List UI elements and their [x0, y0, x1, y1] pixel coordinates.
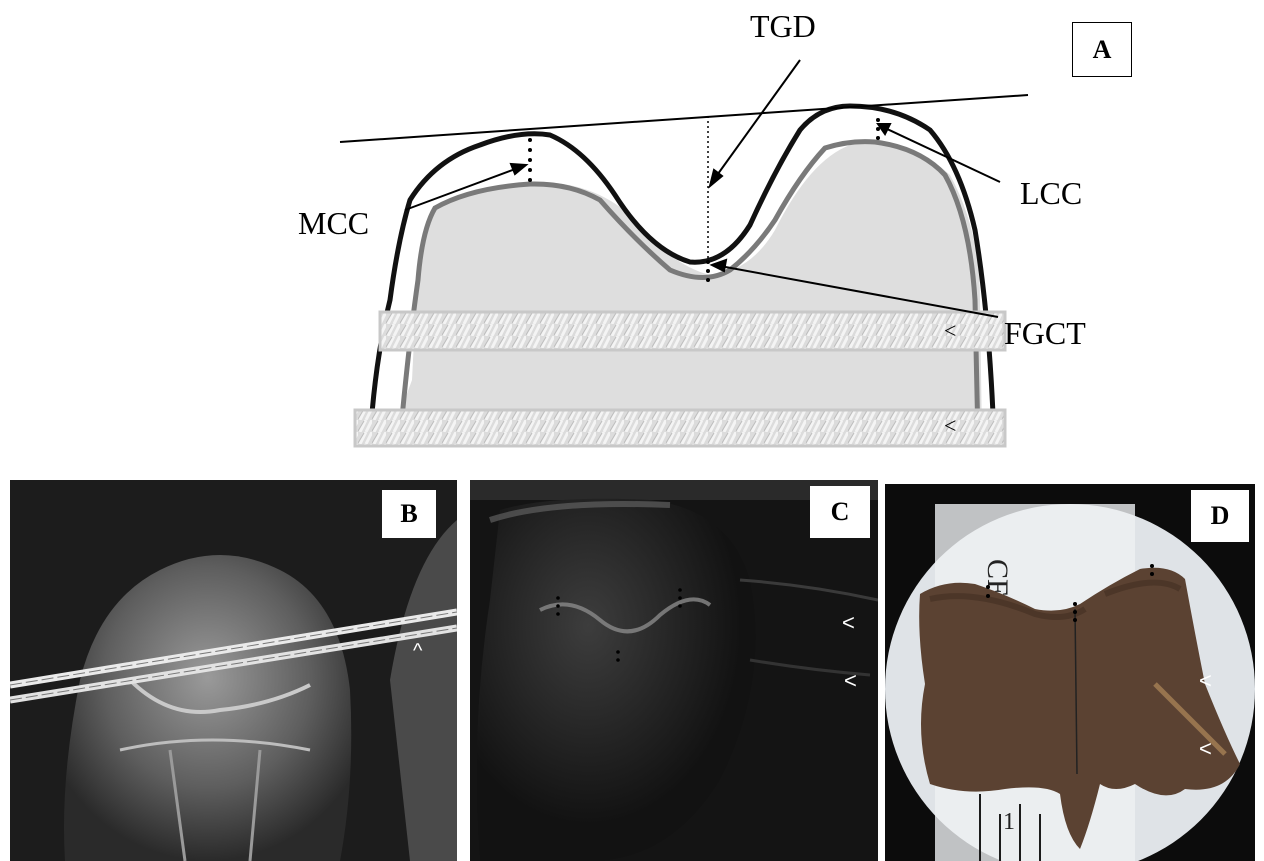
panel-b-radiograph: ^ B [10, 480, 457, 861]
wire-marker-lower: < [944, 413, 956, 439]
mcc-dots [528, 138, 532, 182]
fgct-dots [706, 260, 710, 282]
fgct-label: FGCT [1004, 315, 1086, 352]
tangent-line [340, 95, 1028, 142]
lcc-label: LCC [1020, 175, 1082, 212]
wire-marker-b: ^ [413, 640, 422, 663]
bone-fill [390, 144, 982, 440]
panel-label-a: A [1072, 22, 1132, 77]
panel-label-b: B [382, 490, 436, 538]
panel-d-specimen: CE 1 < < D [885, 484, 1255, 861]
panel-c-ultrasound: < < C [470, 480, 878, 861]
marker-c-lower: < [844, 668, 857, 694]
tgd-arrow [715, 60, 800, 178]
mcc-label: MCC [298, 205, 369, 242]
panel-label-d: D [1191, 490, 1249, 542]
wire-band-lower [355, 410, 1005, 446]
tgd-label: TGD [750, 8, 816, 45]
marker-c-upper: < [842, 610, 855, 636]
wire-marker-upper: < [944, 318, 956, 344]
marker-d-lower: < [1199, 736, 1212, 762]
wire-band-upper [380, 312, 1005, 350]
marker-d-upper: < [1199, 668, 1212, 694]
panel-a: TGD MCC LCC FGCT < < A [330, 0, 1264, 470]
ruler-digit: 1 [1003, 809, 1015, 835]
panel-label-c: C [810, 486, 870, 538]
lcc-dots [876, 118, 880, 140]
